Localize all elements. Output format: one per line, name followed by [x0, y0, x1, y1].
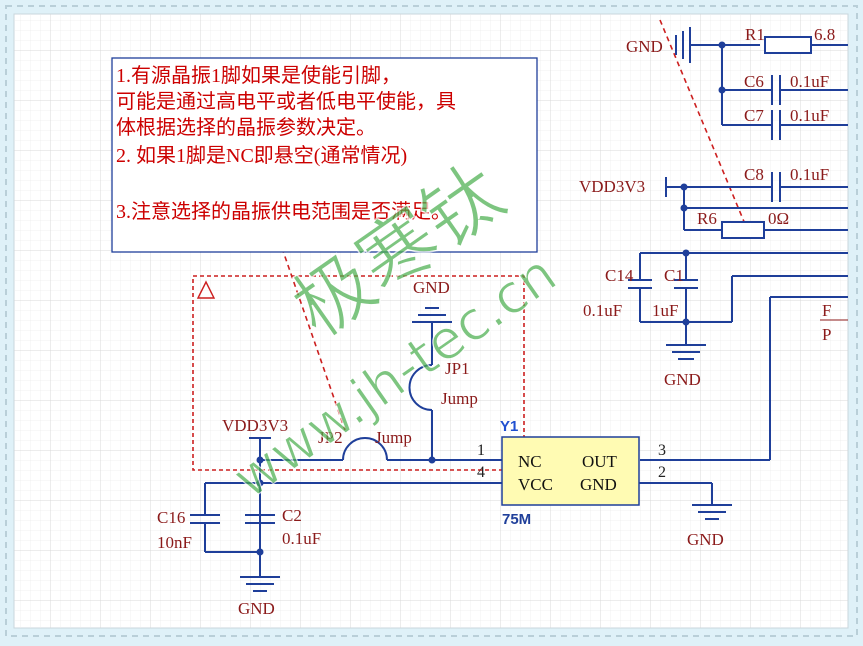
c14-value: 0.1uF — [583, 301, 622, 320]
c1-label: C1 — [664, 266, 684, 285]
gnd-y1-icon — [692, 504, 732, 520]
jp2-value: Jump — [375, 428, 412, 447]
gnd-jp1-icon — [412, 307, 452, 365]
c7-value: 0.1uF — [790, 106, 829, 125]
c2-value: 0.1uF — [282, 529, 321, 548]
r1-value: 6.8 — [814, 25, 835, 44]
r1-label: R1 — [745, 25, 765, 44]
gnd-c14-icon — [666, 344, 706, 360]
c14-label: C14 — [605, 266, 634, 285]
note-line-6: 3.注意选择的晶振供电范围是否满足。 — [116, 200, 451, 223]
junction-dot — [682, 318, 690, 326]
note-line-2: 可能是通过高电平或者低电平使能，具 — [116, 90, 456, 113]
vdd-top-label: VDD3V3 — [579, 177, 645, 196]
r6-resistor — [721, 221, 765, 239]
jp2-label: JP2 — [318, 428, 343, 447]
c16-value: 10nF — [157, 533, 192, 552]
guide-line-top — [659, 19, 751, 237]
note-line-1: 1.有源晶振1脚如果是使能引脚， — [116, 64, 401, 87]
side-label-p: P — [822, 325, 831, 344]
gnd-top-icon — [675, 27, 722, 63]
c1-value: 1uF — [652, 301, 678, 320]
side-label-f: F — [822, 301, 831, 320]
y1-value: 75M — [502, 511, 531, 528]
gnd-bottom-label: GND — [238, 599, 275, 618]
gnd-jp1-label: GND — [413, 278, 450, 297]
r1-resistor — [764, 36, 812, 54]
jp1-label: JP1 — [445, 359, 470, 378]
y1-designator: Y1 — [500, 418, 518, 435]
option-region — [192, 275, 525, 471]
y1-oscillator[interactable] — [501, 436, 640, 506]
gnd-c14-label: GND — [664, 370, 701, 389]
gnd-top-label: GND — [626, 37, 663, 56]
jp2-jumper[interactable] — [342, 437, 388, 461]
pin1-label: 1 — [477, 442, 485, 459]
pin3-label: 3 — [658, 442, 666, 459]
c8-label: C8 — [744, 165, 764, 184]
gnd-bottom-icon — [240, 576, 280, 592]
jp1-jumper[interactable] — [408, 364, 433, 411]
c8-value: 0.1uF — [790, 165, 829, 184]
c6-label: C6 — [744, 72, 764, 91]
jp1-value: Jump — [441, 389, 478, 408]
c2-label: C2 — [282, 506, 302, 525]
pin-gnd: GND — [580, 475, 617, 494]
pin4-label: 4 — [477, 464, 485, 481]
pin2-label: 2 — [658, 464, 666, 481]
r6-label: R6 — [697, 209, 717, 228]
r6-value: 0Ω — [768, 209, 789, 228]
pin-nc: NC — [518, 452, 542, 471]
c6-value: 0.1uF — [790, 72, 829, 91]
outer-border — [5, 5, 858, 637]
note-line-3: 体根据选择的晶振参数决定。 — [116, 116, 376, 139]
note-box — [111, 57, 538, 253]
warning-triangle-icon — [196, 280, 216, 299]
pin-out: OUT — [582, 452, 618, 471]
pin-vcc: VCC — [518, 475, 553, 494]
note-line-4: 2. 如果1脚是NC即悬空(通常情况) — [116, 144, 407, 167]
c7-label: C7 — [744, 106, 764, 125]
c16-label: C16 — [157, 508, 185, 527]
vdd-left-label: VDD3V3 — [222, 416, 288, 435]
gnd-y1-label: GND — [687, 530, 724, 549]
